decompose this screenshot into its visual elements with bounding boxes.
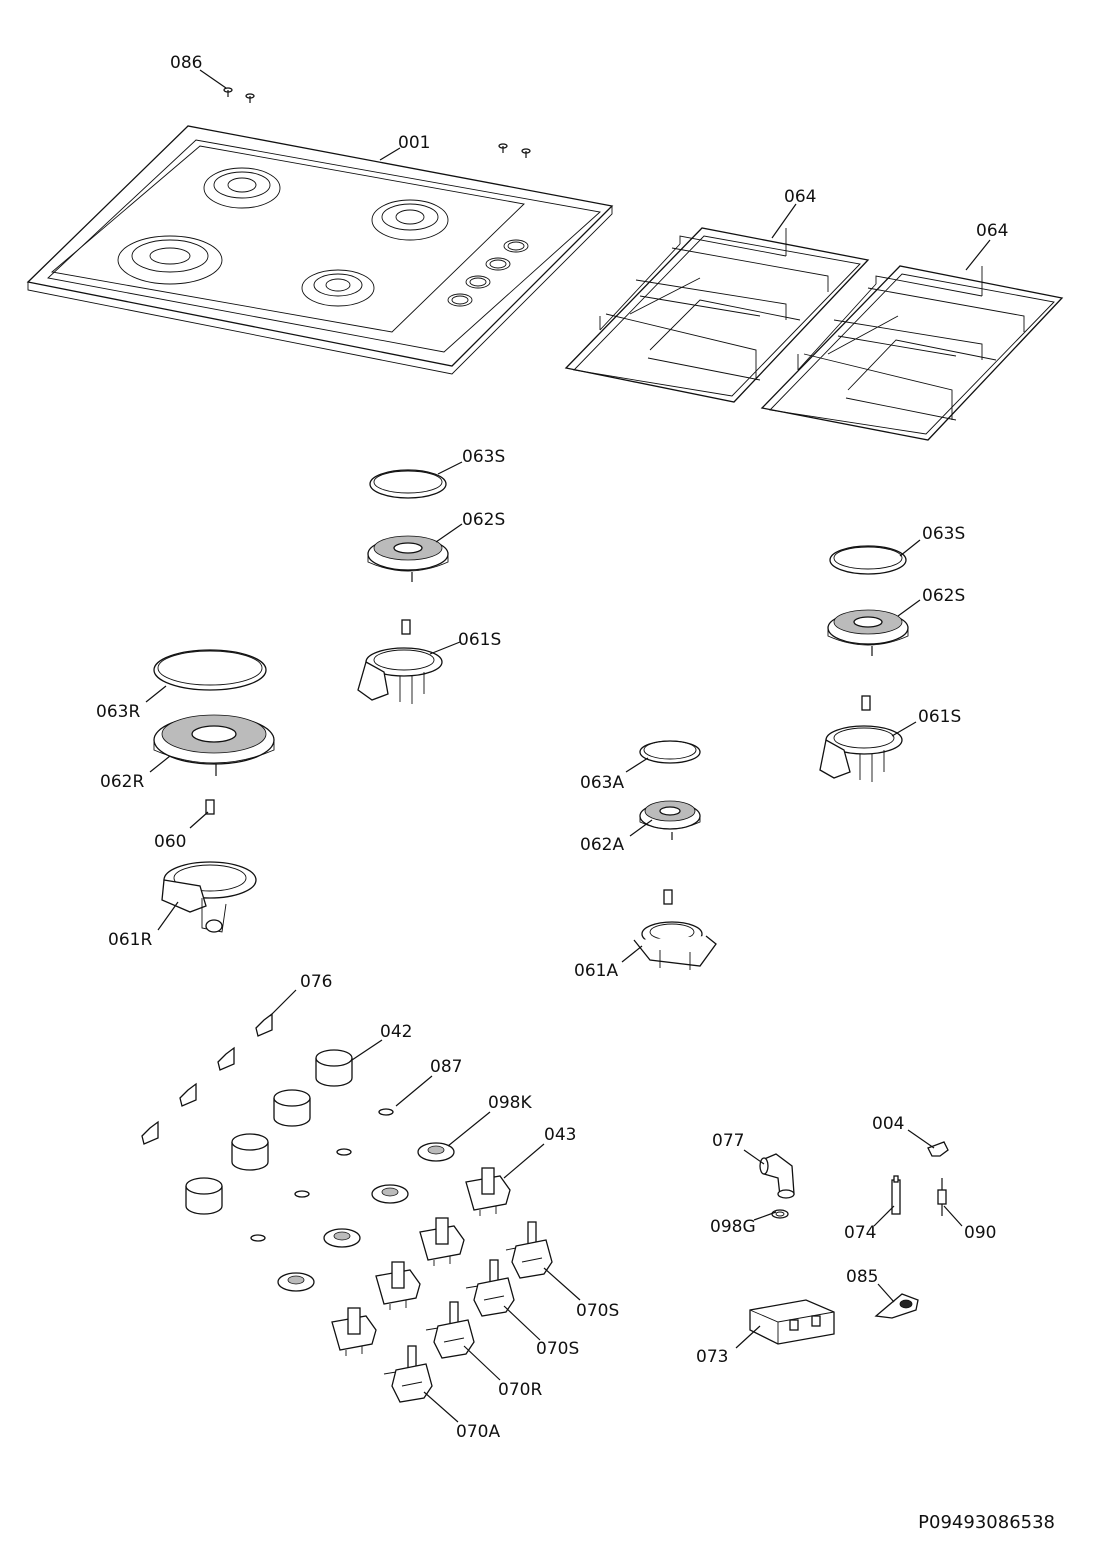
seal-washer bbox=[771, 1209, 789, 1219]
part-label: 042 bbox=[380, 1022, 412, 1042]
injector bbox=[401, 619, 411, 635]
injector bbox=[205, 799, 215, 815]
part-label: 085 bbox=[846, 1267, 878, 1287]
knob-bezel bbox=[417, 1142, 455, 1162]
part-label: 064 bbox=[784, 187, 816, 207]
part-label: 073 bbox=[696, 1347, 728, 1367]
part-label: 070S bbox=[536, 1339, 579, 1359]
injector bbox=[663, 889, 673, 905]
burner-cutout bbox=[371, 199, 449, 241]
part-label: 061S bbox=[458, 630, 501, 650]
document-number: P09493086538 bbox=[918, 1512, 1055, 1533]
thermocouple bbox=[891, 1175, 901, 1215]
gas-valve bbox=[383, 1345, 433, 1403]
burner-crown bbox=[639, 800, 701, 840]
microswitch bbox=[419, 1217, 465, 1266]
part-label: 061S bbox=[918, 707, 961, 727]
burner-cap bbox=[153, 649, 267, 691]
knob-bezel bbox=[371, 1184, 409, 1204]
control-knob bbox=[231, 1133, 269, 1171]
part-label: 062R bbox=[100, 772, 144, 792]
part-label: 061R bbox=[108, 930, 152, 950]
spark-electrode bbox=[937, 1178, 947, 1216]
burner-cutout bbox=[301, 269, 375, 307]
burner-crown bbox=[827, 609, 909, 656]
burner-cutout bbox=[203, 167, 281, 209]
part-label: 074 bbox=[844, 1223, 876, 1243]
part-label: 070A bbox=[456, 1422, 500, 1442]
burner-base bbox=[819, 725, 903, 782]
part-label: 062A bbox=[580, 835, 624, 855]
leader-lines bbox=[145, 69, 991, 1423]
part-label: 098K bbox=[488, 1093, 532, 1113]
screw-pair bbox=[498, 143, 531, 158]
ignition-unit bbox=[749, 1299, 835, 1345]
burner-base bbox=[357, 647, 443, 704]
knob-bezel bbox=[323, 1228, 361, 1248]
part-label: 076 bbox=[300, 972, 332, 992]
part-label: 070R bbox=[498, 1380, 542, 1400]
part-label: 060 bbox=[154, 832, 186, 852]
burner-base bbox=[161, 861, 257, 933]
part-label: 064 bbox=[976, 221, 1008, 241]
washer bbox=[250, 1108, 394, 1242]
gas-inlet-elbow bbox=[759, 1153, 795, 1199]
screw-pair bbox=[223, 87, 255, 103]
pan-support bbox=[564, 227, 870, 403]
part-label: 062S bbox=[922, 586, 965, 606]
part-label: 043 bbox=[544, 1125, 576, 1145]
knob-holes bbox=[447, 239, 529, 307]
part-label: 004 bbox=[872, 1114, 904, 1134]
control-knob bbox=[315, 1049, 353, 1087]
part-label: 001 bbox=[398, 133, 430, 153]
control-knob bbox=[273, 1089, 311, 1127]
part-label: 061A bbox=[574, 961, 618, 981]
part-label: 098G bbox=[710, 1217, 756, 1237]
burner-crown bbox=[153, 714, 275, 776]
gas-valve bbox=[425, 1301, 475, 1359]
microswitch bbox=[331, 1307, 377, 1356]
part-label: 062S bbox=[462, 510, 505, 530]
part-label: 090 bbox=[964, 1223, 996, 1243]
microswitch bbox=[375, 1261, 421, 1310]
part-labels: 086 001 064 064 063S 062S 061S 063S 062S… bbox=[96, 53, 1008, 1442]
knob-bezel bbox=[277, 1272, 315, 1292]
burner-cap bbox=[829, 545, 907, 575]
part-label: 063S bbox=[922, 524, 965, 544]
part-label: 077 bbox=[712, 1131, 744, 1151]
microswitch bbox=[465, 1167, 511, 1216]
thermocouple-clip bbox=[141, 1012, 273, 1145]
part-label: 086 bbox=[170, 53, 202, 73]
hob-top-plate bbox=[26, 125, 614, 375]
gas-valve bbox=[465, 1259, 515, 1317]
part-label: 063A bbox=[580, 773, 624, 793]
burner-base bbox=[633, 921, 717, 970]
part-label: 070S bbox=[576, 1301, 619, 1321]
burner-cutout bbox=[117, 235, 223, 285]
part-label: 063S bbox=[462, 447, 505, 467]
spark-generator bbox=[874, 1293, 919, 1319]
control-knob bbox=[185, 1177, 223, 1215]
pan-support bbox=[760, 265, 1064, 441]
fixing-bracket bbox=[927, 1141, 949, 1157]
burner-crown bbox=[367, 535, 449, 582]
gas-valve bbox=[505, 1221, 553, 1279]
part-label: 087 bbox=[430, 1057, 462, 1077]
burner-cap bbox=[639, 740, 701, 764]
injector bbox=[861, 695, 871, 711]
burner-cap bbox=[369, 469, 447, 499]
part-label: 063R bbox=[96, 702, 140, 722]
